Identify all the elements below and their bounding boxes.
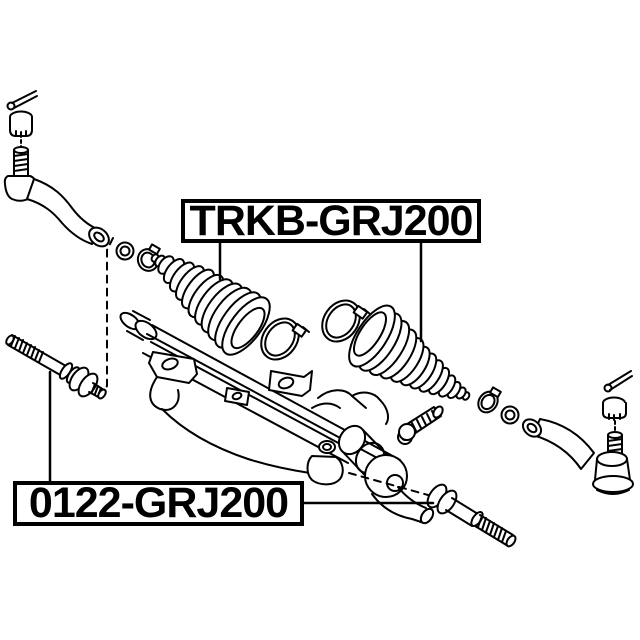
label-leader-lines — [48, 241, 435, 505]
steering-rack-boot-left-drawing — [150, 253, 271, 356]
part-number-label-boot-kit: TRKB-GRJ200 — [181, 199, 481, 243]
castle-nut-left-icon — [9, 110, 33, 138]
outer-tie-rod-end-right-drawing — [521, 370, 634, 495]
castle-nut-right-icon — [602, 396, 627, 421]
lock-nut-left-icon — [115, 241, 135, 261]
lock-nut-right-icon — [500, 405, 520, 425]
steering-rack-assembly-drawing — [119, 310, 444, 525]
part-number-label-tie-rod: 0122-GRJ200 — [13, 481, 304, 526]
inner-tie-rod-right-drawing — [426, 483, 517, 548]
cotter-pin-left-icon — [6, 90, 38, 111]
steering-rack-boot-right-drawing — [348, 304, 471, 401]
cotter-pin-right-icon — [603, 370, 633, 393]
inner-tie-rod-left-drawing — [5, 334, 107, 400]
band-clamp-inner-left-icon — [260, 317, 310, 361]
boot-clamp-small-right-icon — [477, 386, 502, 414]
band-clamp-inner-right-icon — [321, 299, 371, 343]
outer-tie-rod-end-left-drawing — [3, 90, 110, 248]
